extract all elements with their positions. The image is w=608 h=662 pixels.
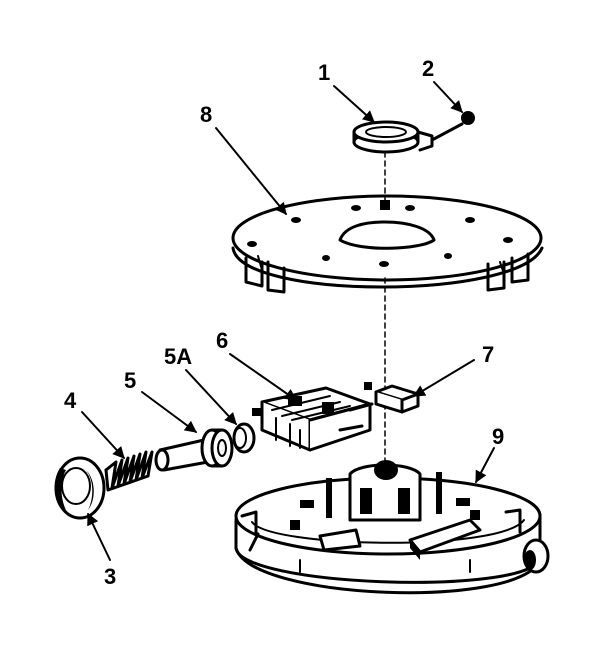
callout-6: 6 (216, 328, 228, 353)
part-1-collar (352, 120, 434, 154)
callout-7: 7 (482, 342, 494, 367)
part-2-screw (430, 111, 475, 142)
callout-1: 1 (318, 60, 330, 85)
leader-5a (185, 369, 237, 425)
leader-9 (475, 447, 495, 484)
part-3-knob (54, 456, 106, 520)
part-4-spring (104, 450, 154, 492)
leader-lines (81, 81, 495, 561)
leader-7 (412, 359, 475, 397)
leader-3 (87, 512, 111, 561)
callout-5: 5 (124, 368, 136, 393)
leader-6 (229, 353, 297, 401)
leader-5 (141, 391, 197, 433)
callout-5a: 5A (164, 344, 192, 369)
callout-9: 9 (492, 424, 504, 449)
part-6-switch (252, 386, 374, 452)
leader-8 (215, 127, 287, 215)
callout-8: 8 (200, 102, 212, 127)
callout-4: 4 (64, 388, 77, 413)
leader-2 (433, 81, 463, 113)
part-5a-disc (232, 422, 256, 454)
part-8-top-plate (231, 194, 544, 294)
part-5-plunger (154, 428, 234, 472)
callout-3: 3 (104, 564, 116, 589)
callout-labels: 1 2 3 4 5 5A 6 7 8 9 (64, 56, 504, 589)
leader-1 (333, 85, 375, 123)
leader-4 (81, 411, 125, 459)
part-7-clip (364, 382, 420, 414)
part-9-base (234, 460, 550, 595)
callout-2: 2 (422, 56, 434, 81)
